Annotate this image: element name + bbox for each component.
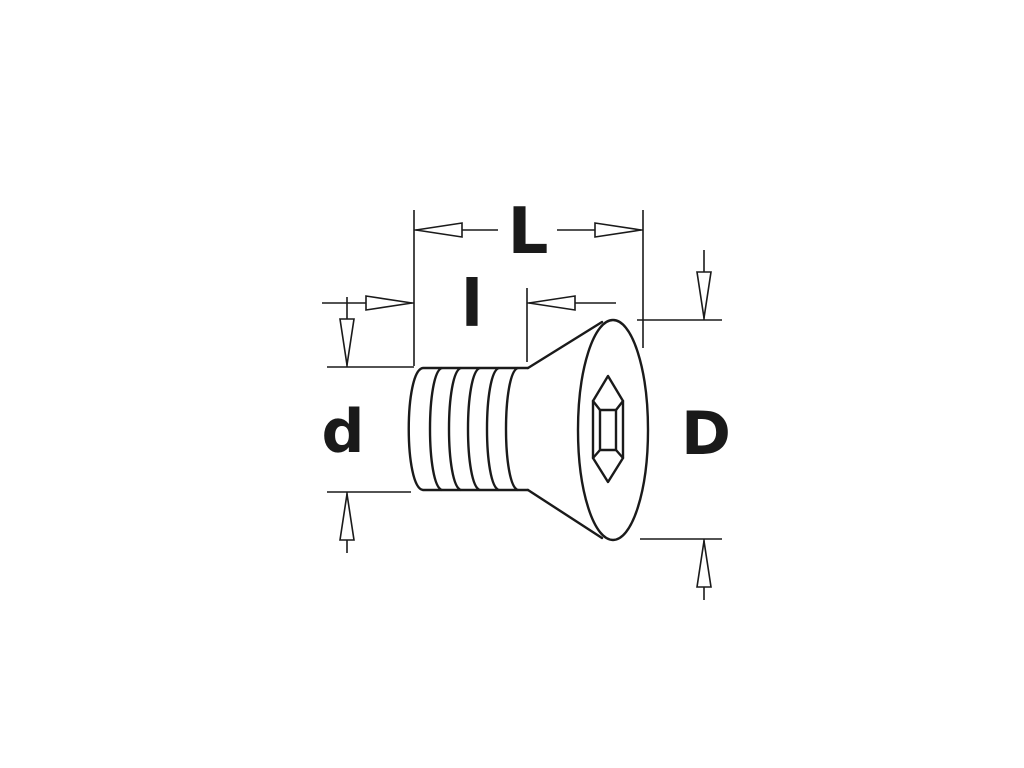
screw-head-face [576,318,650,542]
screw-shank [407,366,530,492]
dimension-total-length: L [413,195,644,366]
label-D: D [681,399,731,469]
label-d: d [322,397,365,467]
label-l: l [461,268,483,342]
arrow-left-icon [528,295,576,311]
square-drive-recess-icon [591,374,625,484]
dimension-thread-diameter: d [322,297,414,553]
arrow-right-icon [594,222,642,238]
screw-threads [428,366,519,492]
label-L: L [508,195,549,269]
dimension-head-diameter: D [637,250,731,600]
screw [407,318,650,542]
arrow-down-icon [696,271,712,319]
arrow-down-icon [339,318,355,366]
arrow-up-icon [339,493,355,541]
arrow-left-icon [415,222,463,238]
arrow-up-icon [696,540,712,588]
arrow-right-icon [365,295,413,311]
screw-head-cone [526,320,604,540]
dimension-thread-length: l [322,268,616,362]
